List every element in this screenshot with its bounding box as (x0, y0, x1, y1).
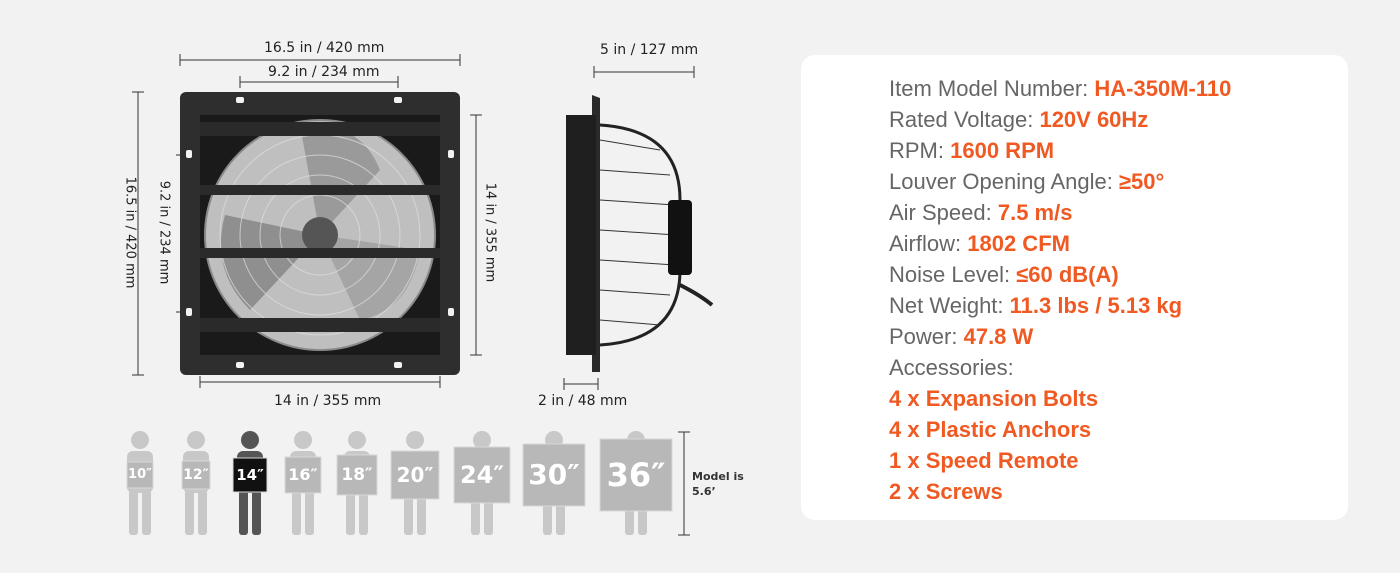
silhouette-leg (292, 490, 301, 535)
silhouette-leg (417, 490, 426, 535)
front-view-fan (180, 92, 460, 375)
front-height-label: 16.5 in / 420 mm (122, 176, 138, 289)
spec-louver-angle: Louver Opening Angle: ≥50° (889, 166, 1339, 197)
silhouette-leg (359, 490, 368, 535)
size-label: 14″ (236, 466, 264, 484)
size-board (126, 461, 154, 489)
silhouette-leg (239, 490, 248, 535)
size-board (232, 457, 268, 493)
silhouette-leg (185, 490, 194, 535)
silhouette-head (294, 431, 312, 449)
spec-label: Louver Opening Angle: (889, 169, 1119, 194)
spec-label: Noise Level: (889, 262, 1017, 287)
spec-rated-voltage: Rated Voltage: 120V 60Hz (889, 104, 1339, 135)
accessories-label: Accessories: (889, 355, 1014, 380)
silhouette-leg (404, 490, 413, 535)
silhouette-head (406, 431, 424, 449)
model-height-note: Model is 5.6’ (692, 469, 744, 499)
silhouette-leg (346, 490, 355, 535)
spec-value: ≤60 dB(A) (1016, 262, 1119, 287)
spec-net-weight: Net Weight: 11.3 lbs / 5.13 kg (889, 290, 1339, 321)
model-note-line1: Model is (692, 470, 744, 483)
size-label: 36″ (606, 456, 666, 494)
spec-rpm: RPM: 1600 RPM (889, 135, 1339, 166)
size-board (522, 443, 586, 507)
size-board (336, 454, 378, 496)
spec-label: Airflow: (889, 231, 968, 256)
spec-list: Item Model Number: HA-350M-110 Rated Vol… (889, 73, 1339, 507)
spec-card (801, 55, 1348, 520)
accessory-item: 2 x Screws (889, 479, 1003, 504)
spec-air-speed: Air Speed: 7.5 m/s (889, 197, 1339, 228)
side-depth-label: 5 in / 127 mm (600, 42, 699, 58)
spec-value: 7.5 m/s (997, 200, 1073, 225)
silhouette-leg (142, 490, 151, 535)
size-board (390, 450, 440, 500)
spec-label: RPM: (889, 138, 951, 163)
side-view-fan (566, 95, 714, 372)
size-label: 12″ (183, 467, 209, 483)
spec-airflow: Airflow: 1802 CFM (889, 228, 1339, 259)
silhouette-leg (252, 490, 261, 535)
accessory-item: 4 x Plastic Anchors (889, 417, 1092, 442)
size-board (599, 438, 673, 512)
spec-power: Power: 47.8 W (889, 321, 1339, 352)
accessory-item: 1 x Speed Remote (889, 448, 1079, 473)
model-note-line2: 5.6’ (692, 485, 716, 498)
silhouette-head (241, 431, 259, 449)
spec-value: HA-350M-110 (1094, 76, 1232, 101)
size-label: 30″ (528, 458, 580, 491)
spec-value: 11.3 lbs / 5.13 kg (1009, 293, 1183, 318)
silhouette-head (473, 431, 491, 449)
spec-label: Power: (889, 324, 964, 349)
front-opening-height-label: 14 in / 355 mm (482, 182, 498, 283)
size-board (453, 446, 511, 504)
size-silhouettes (126, 431, 673, 535)
silhouette-head (348, 431, 366, 449)
spec-label: Air Speed: (889, 200, 998, 225)
spec-label: Net Weight: (889, 293, 1010, 318)
silhouette-head (187, 431, 205, 449)
size-label: 20″ (396, 463, 434, 487)
spec-noise-level: Noise Level: ≤60 dB(A) (889, 259, 1339, 290)
spec-value: ≥50° (1118, 169, 1165, 194)
accessory-item: 4 x Expansion Bolts (889, 386, 1099, 411)
front-inner-height-label: 9.2 in / 234 mm (156, 180, 172, 285)
front-width-label: 16.5 in / 420 mm (264, 40, 385, 56)
spec-label: Rated Voltage: (889, 107, 1040, 132)
silhouette-head (131, 431, 149, 449)
silhouette-leg (198, 490, 207, 535)
front-inner-width-label: 9.2 in / 234 mm (268, 64, 380, 80)
spec-label: Item Model Number: (889, 76, 1095, 101)
front-opening-width-label: 14 in / 355 mm (274, 393, 382, 409)
size-label: 16″ (288, 465, 318, 484)
size-board (181, 460, 211, 490)
size-board (284, 456, 322, 494)
side-frame-depth-label: 2 in / 48 mm (538, 393, 628, 409)
spec-model-number: Item Model Number: HA-350M-110 (889, 73, 1339, 104)
spec-value: 1802 CFM (967, 231, 1070, 256)
silhouette-leg (129, 490, 138, 535)
size-label: 10″ (128, 467, 152, 482)
silhouette-leg (305, 490, 314, 535)
size-label: 18″ (341, 465, 373, 485)
spec-value: 120V 60Hz (1039, 107, 1149, 132)
spec-value: 47.8 W (963, 324, 1034, 349)
spec-value: 1600 RPM (950, 138, 1055, 163)
size-label: 24″ (459, 461, 505, 489)
